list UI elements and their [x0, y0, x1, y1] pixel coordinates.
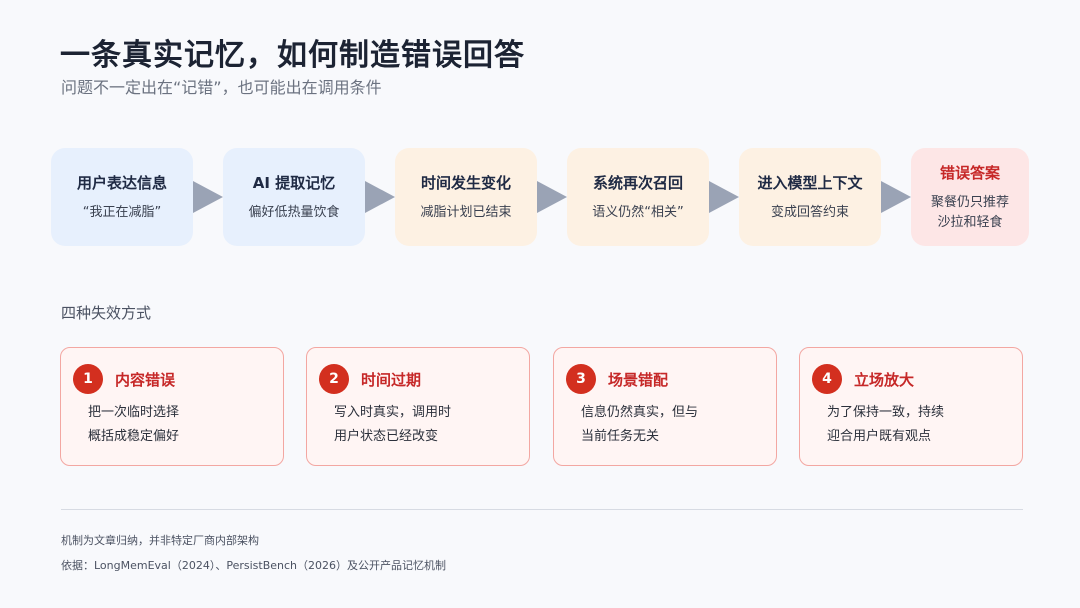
flow-step-title: 进入模型上下文 — [757, 173, 863, 192]
number-badge: 3 — [566, 364, 596, 394]
page-title: 一条真实记忆，如何制造错误回答 — [60, 38, 525, 73]
flow-step-desc: “我正在减脂” — [82, 204, 162, 220]
failure-mode-title: 立场放大 — [854, 371, 915, 389]
flow-step-context: 进入模型上下文 变成回答约束 — [739, 148, 881, 246]
arrow-right-icon — [709, 181, 739, 213]
failure-mode-title: 内容错误 — [115, 371, 176, 389]
failure-mode-title: 时间过期 — [361, 371, 422, 389]
flow-step-desc: 聚餐仍只推荐 沙拉和轻食 — [930, 194, 1009, 230]
flow-step-title: 用户表达信息 — [76, 173, 167, 192]
divider — [61, 509, 1023, 510]
flow-step-recall: 系统再次召回 语义仍然“相关” — [567, 148, 709, 246]
failure-mode-desc: 信息仍然真实，但与 当前任务无关 — [581, 405, 699, 444]
footnote-mechanism: 机制为文章归纳，并非特定厂商内部架构 — [61, 534, 259, 547]
arrow-right-icon — [881, 181, 911, 213]
flow-step-desc: 偏好低热量饮食 — [248, 204, 340, 220]
failure-mode-card-stance-amplify: 4 立场放大 为了保持一致，持续 迎合用户既有观点 — [799, 347, 1023, 466]
flow-step-time-change: 时间发生变化 减脂计划已结束 — [395, 148, 537, 246]
flow-step-user-input: 用户表达信息 “我正在减脂” — [51, 148, 193, 246]
flow-step-extract: AI 提取记忆 偏好低热量饮食 — [223, 148, 365, 246]
page-subtitle: 问题不一定出在“记错”，也可能出在调用条件 — [61, 78, 382, 97]
number-badge: 1 — [73, 364, 103, 394]
memory-flow: 用户表达信息 “我正在减脂” AI 提取记忆 偏好低热量饮食 时间发生变化 减脂… — [51, 148, 1029, 246]
number-badge: 2 — [319, 364, 349, 394]
failure-mode-desc: 为了保持一致，持续 迎合用户既有观点 — [827, 405, 945, 444]
flow-step-title: 系统再次召回 — [592, 173, 683, 192]
flow-step-desc: 变成回答约束 — [770, 204, 849, 220]
failure-mode-card-context-mismatch: 3 场景错配 信息仍然真实，但与 当前任务无关 — [553, 347, 777, 466]
section-label-failure-modes: 四种失效方式 — [61, 304, 152, 322]
failure-mode-title: 场景错配 — [608, 371, 669, 389]
footnote-sources: 依据：LongMemEval（2024）、PersistBench（2026）及… — [61, 559, 447, 572]
failure-mode-card-content: 1 内容错误 把一次临时选择 概括成稳定偏好 — [60, 347, 284, 466]
arrow-right-icon — [193, 181, 223, 213]
number-badge: 4 — [812, 364, 842, 394]
flow-step-title: 时间发生变化 — [420, 173, 511, 192]
flow-step-wrong-answer: 错误答案 聚餐仍只推荐 沙拉和轻食 — [911, 148, 1029, 246]
flow-step-title: AI 提取记忆 — [252, 173, 336, 192]
failure-mode-card-expired: 2 时间过期 写入时真实，调用时 用户状态已经改变 — [306, 347, 530, 466]
arrow-right-icon — [537, 181, 567, 213]
flow-step-desc: 减脂计划已结束 — [420, 204, 512, 220]
failure-mode-desc: 把一次临时选择 概括成稳定偏好 — [88, 405, 180, 444]
flow-step-title: 错误答案 — [939, 163, 1000, 182]
flow-step-desc: 语义仍然“相关” — [592, 204, 684, 220]
failure-mode-desc: 写入时真实，调用时 用户状态已经改变 — [334, 405, 452, 444]
arrow-right-icon — [365, 181, 395, 213]
